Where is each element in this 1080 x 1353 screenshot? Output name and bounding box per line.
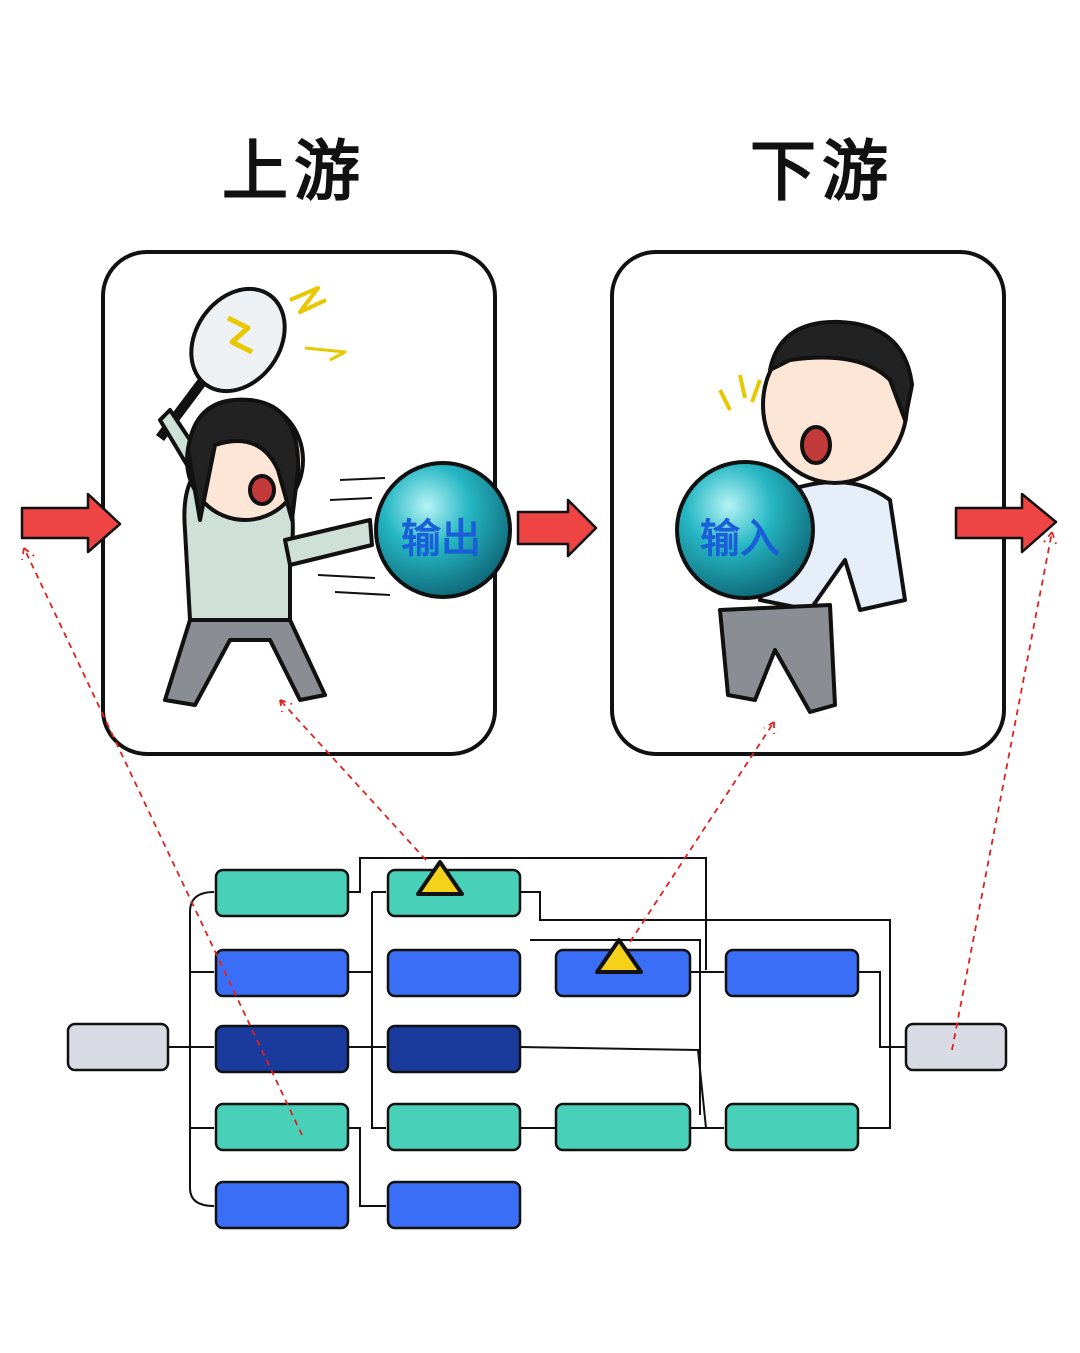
upstream-marker-icon	[416, 860, 464, 896]
node-r4c3	[554, 1102, 692, 1152]
markers	[416, 860, 643, 974]
node-r2c2	[386, 948, 522, 998]
node-r3c2	[386, 1024, 522, 1074]
input-label: 输入	[700, 516, 780, 562]
node-r5c1	[214, 1180, 350, 1230]
node-r4c4	[724, 1102, 860, 1152]
pointer-lines	[21, 531, 1057, 1136]
node-r4c1	[214, 1102, 350, 1152]
output-label: 输出	[401, 516, 481, 562]
input-ball: 输入	[675, 460, 815, 600]
arrow-middle-icon	[516, 498, 598, 558]
motion-lines	[317, 477, 391, 596]
node-r1c1	[214, 868, 350, 918]
sink-node	[904, 1022, 1008, 1072]
output-ball: 输出	[374, 461, 512, 599]
downstream-heading: 下游	[750, 133, 894, 210]
arrow-in-icon	[20, 492, 122, 554]
downstream-marker-icon	[595, 938, 643, 974]
network-nodes	[66, 868, 1008, 1230]
spark-icon	[289, 286, 327, 314]
node-r5c2	[386, 1180, 522, 1230]
network-connectors	[168, 857, 906, 1207]
node-r2c1	[214, 948, 350, 998]
node-r4c2	[386, 1102, 522, 1152]
arrow-out-icon	[954, 492, 1058, 554]
upstream-heading: 上游	[222, 133, 366, 210]
node-r2c4	[724, 948, 860, 998]
node-r3c1	[214, 1024, 350, 1074]
upstream-character	[156, 286, 374, 707]
arrows	[20, 492, 1058, 558]
source-node	[66, 1022, 170, 1072]
